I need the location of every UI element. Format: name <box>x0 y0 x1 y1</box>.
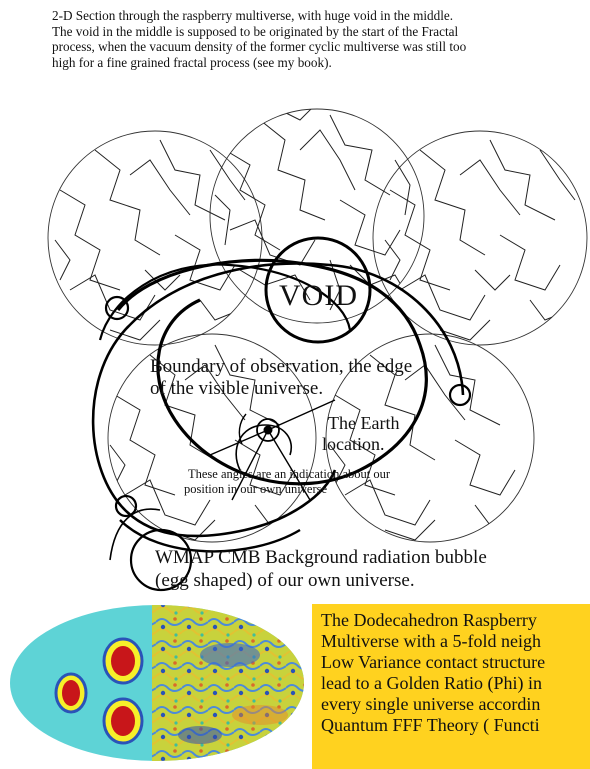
void-label: VOID <box>279 279 358 313</box>
angles-label-line2: position in our own universe <box>184 482 327 496</box>
bubble-right <box>373 131 587 345</box>
info-line: Low Variance contact structure <box>321 652 590 673</box>
dodecahedron-info-box: The Dodecahedron Raspberry Multiverse wi… <box>312 604 590 769</box>
angles-label-line1: These angles are an indication about our <box>188 467 390 481</box>
info-line: Multiverse with a 5-fold neigh <box>321 631 590 652</box>
earth-label-line1: The Earth <box>328 413 399 434</box>
wmap-label: WMAP CMB Background radiation bubble (eg… <box>155 546 487 592</box>
info-line: The Dodecahedron Raspberry <box>321 610 590 631</box>
wmap-label-line1: WMAP CMB Background radiation bubble <box>155 546 487 569</box>
diagram-caption: 2-D Section through the raspberry multiv… <box>52 8 582 70</box>
cmb-map <box>10 605 304 761</box>
boundary-label-line2: of the visible universe. <box>150 378 323 399</box>
info-line: lead to a Golden Ratio (Phi) in <box>321 673 590 694</box>
caption-line: high for a fine grained fractal process … <box>52 55 582 71</box>
earth-label-line2: location. <box>322 434 384 455</box>
info-line: every single universe accordin <box>321 694 590 715</box>
info-line: Quantum FFF Theory ( Functi <box>321 715 590 736</box>
caption-line: process, when the vacuum density of the … <box>52 39 582 55</box>
caption-line: 2-D Section through the raspberry multiv… <box>52 8 582 24</box>
caption-line: The void in the middle is supposed to be… <box>52 24 582 40</box>
wmap-label-line2: (egg shaped) of our own universe. <box>155 569 487 592</box>
boundary-label-line1: Boundary of observation, the edge <box>150 356 412 377</box>
